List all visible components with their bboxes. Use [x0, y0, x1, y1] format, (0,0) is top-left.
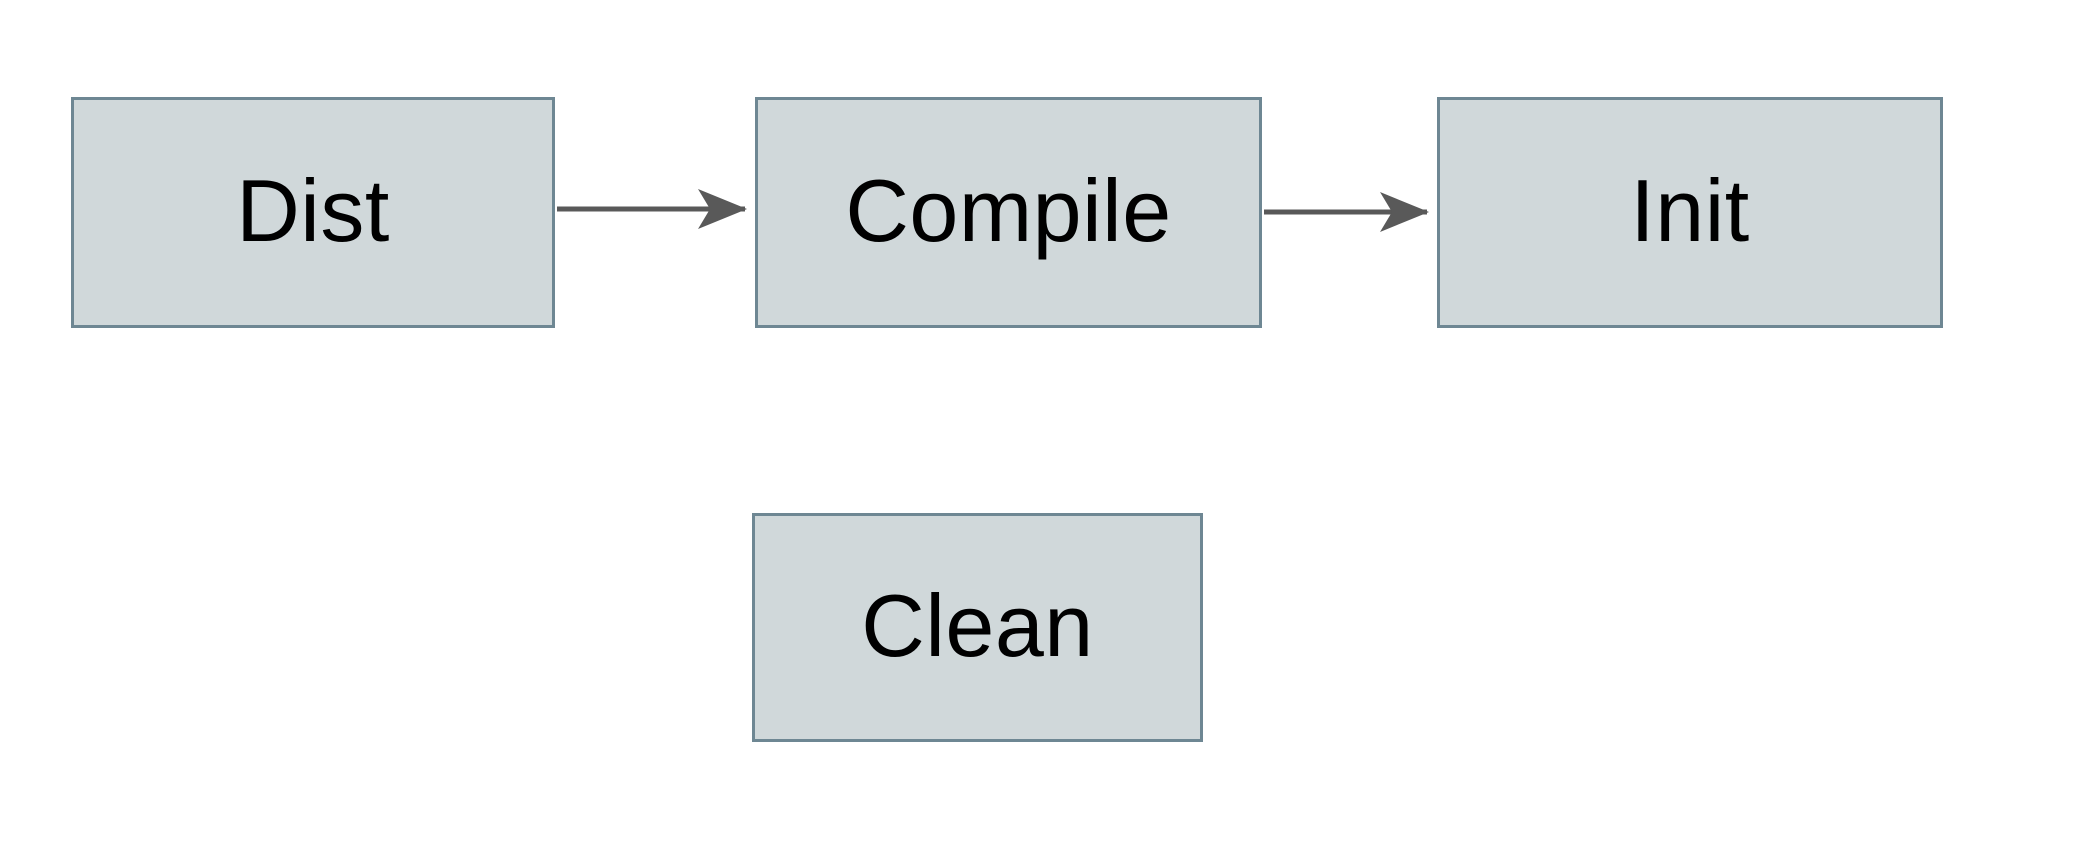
node-clean-label: Clean [861, 575, 1094, 675]
node-clean[interactable]: Clean [752, 513, 1203, 742]
node-compile[interactable]: Compile [755, 97, 1262, 328]
node-dist-label: Dist [236, 160, 390, 260]
node-init[interactable]: Init [1437, 97, 1943, 328]
node-dist[interactable]: Dist [71, 97, 555, 328]
node-init-label: Init [1630, 160, 1750, 260]
node-compile-label: Compile [845, 160, 1172, 260]
